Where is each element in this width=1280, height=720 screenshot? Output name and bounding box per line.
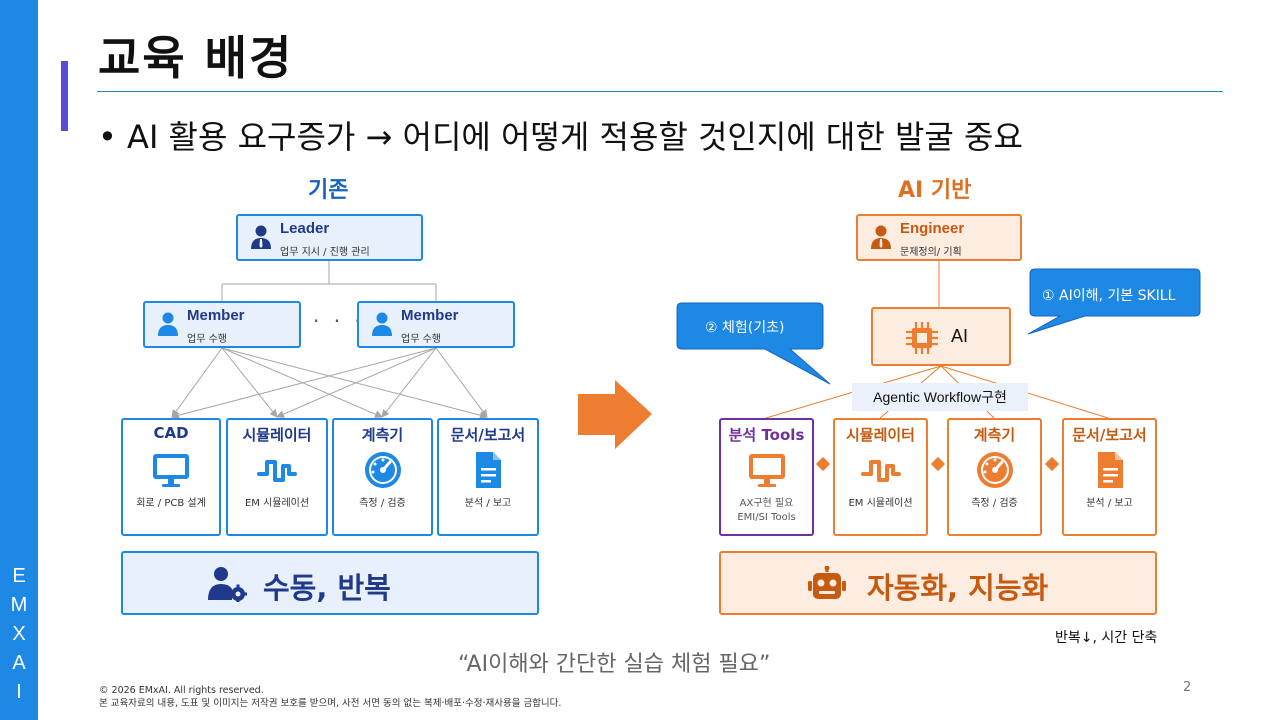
brand-letter: E xyxy=(12,565,26,587)
brand-bar: E M X A I xyxy=(0,0,38,720)
tool-box-simulator: 시뮬레이터 EM 시뮬레이션 xyxy=(833,418,928,536)
tool-label: 문서/보고서 xyxy=(1072,426,1147,444)
monitor-icon xyxy=(748,454,785,487)
callout-ai-understanding-text: ① AI이해, 기본 SKILL xyxy=(1042,288,1176,304)
engineer-title: Engineer xyxy=(900,220,965,237)
document-icon xyxy=(476,452,501,488)
person-icon xyxy=(251,225,271,249)
agentic-workflow-label: Agentic Workflow구현 xyxy=(852,383,1028,411)
tool-subtitle: 분석 / 보고 xyxy=(1086,498,1133,509)
tool-label: 계측기 xyxy=(973,426,1016,444)
person-icon xyxy=(871,225,891,249)
tool-box-document: 문서/보고서 분석 / 보고 xyxy=(437,418,539,536)
leader-tree-lines xyxy=(221,261,437,301)
gauge-icon xyxy=(364,452,401,488)
monitor-icon xyxy=(153,454,189,487)
copyright-line: © 2026 EMxAI. All rights reserved. xyxy=(99,685,264,696)
leader-title: Leader xyxy=(280,220,330,237)
brand-letter: A xyxy=(12,652,26,674)
tool-box-instrument: 계측기 측정 / 검증 xyxy=(332,418,433,536)
user-gear-icon xyxy=(208,567,247,602)
member-tool-arrows xyxy=(171,347,488,420)
right-section-heading: AI 기반 xyxy=(898,178,972,203)
member-title: Member xyxy=(187,307,245,324)
gauge-icon xyxy=(976,452,1013,488)
chip-icon xyxy=(906,322,938,354)
bullet-point: • AI 활용 요구증가 → 어디에 어떻게 적용할 것인지에 대한 발굴 중요 xyxy=(98,118,1023,156)
tool-subtitle: EM 시뮬레이션 xyxy=(244,498,310,509)
brand-letter: I xyxy=(16,681,22,703)
engineer-subtitle: 문제정의/ 기획 xyxy=(900,247,962,258)
waveform-icon xyxy=(860,460,901,482)
title-accent-bar xyxy=(61,61,68,131)
brand-letter: M xyxy=(10,594,28,616)
engineer-box: Engineer 문제정의/ 기획 xyxy=(856,214,1022,261)
tool-label: 분석 Tools xyxy=(728,426,805,444)
tool-subtitle: EM 시뮬레이션 xyxy=(848,498,913,509)
callout-basic-experience-text: ② 체험(기초) xyxy=(705,320,785,336)
automation-bar: 자동화, 지능화 xyxy=(719,551,1157,615)
tool-label: 문서/보고서 xyxy=(450,426,526,444)
improvement-note: 반복↓, 시간 단축 xyxy=(1055,630,1158,646)
tool-subtitle: 측정 / 검증 xyxy=(971,498,1018,509)
manual-repeat-label: 수동, 반복 xyxy=(263,571,391,605)
copyright-footer: © 2026 EMxAI. All rights reserved. 본 교육자… xyxy=(99,684,561,710)
member-box: Member 업무 수행 xyxy=(143,301,301,348)
callout-basic-experience xyxy=(676,302,831,385)
tool-label: 시뮬레이터 xyxy=(845,426,915,444)
brand-letter: X xyxy=(12,623,26,645)
waveform-icon xyxy=(257,460,297,482)
person-icon xyxy=(372,312,392,336)
robot-icon xyxy=(808,566,846,599)
member-subtitle: 업무 수행 xyxy=(187,334,227,345)
document-icon xyxy=(1097,452,1123,488)
tool-label: CAD xyxy=(153,424,189,442)
tool-subtitle: 분석 / 보고 xyxy=(464,498,512,509)
summary-quote: “AI이해와 간단한 실습 체험 필요” xyxy=(458,652,771,677)
member-subtitle: 업무 수행 xyxy=(401,334,441,345)
tool-subtitle: 회로 / PCB 설계 xyxy=(136,498,206,509)
tool-label: 계측기 xyxy=(361,426,404,444)
title-divider xyxy=(97,91,1223,92)
tool-box-document: 문서/보고서 분석 / 보고 xyxy=(1062,418,1157,536)
automation-label: 자동화, 지능화 xyxy=(867,571,1049,605)
transition-arrow xyxy=(578,380,652,449)
tool-box-simulator: 시뮬레이터 EM 시뮬레이션 xyxy=(226,418,328,536)
ai-box: AI xyxy=(871,307,1011,366)
member-title: Member xyxy=(401,307,459,324)
left-section-heading: 기존 xyxy=(308,178,349,203)
tool-box-cad: CAD 회로 / PCB 설계 xyxy=(121,418,221,536)
tool-label: 시뮬레이터 xyxy=(242,426,312,444)
member-box: Member 업무 수행 xyxy=(357,301,515,348)
manual-repeat-bar: 수동, 반복 xyxy=(121,551,539,615)
leader-box: Leader 업무 지시 / 진행 관리 xyxy=(236,214,423,261)
leader-subtitle: 업무 지시 / 진행 관리 xyxy=(280,247,370,258)
ai-label: AI xyxy=(951,326,969,346)
page-title: 교육 배경 xyxy=(98,31,294,85)
copyright-notice: 본 교육자료의 내용, 도표 및 이미지는 저작권 보호를 받으며, 사전 서면… xyxy=(99,698,562,709)
tool-subtitle: 측정 / 검증 xyxy=(359,498,406,509)
members-ellipsis: · · · xyxy=(313,309,365,333)
callout-ai-understanding xyxy=(1027,268,1201,335)
tool-box-instrument: 계측기 측정 / 검증 xyxy=(947,418,1042,536)
person-icon xyxy=(158,312,178,336)
page-number: 2 xyxy=(1183,680,1192,695)
